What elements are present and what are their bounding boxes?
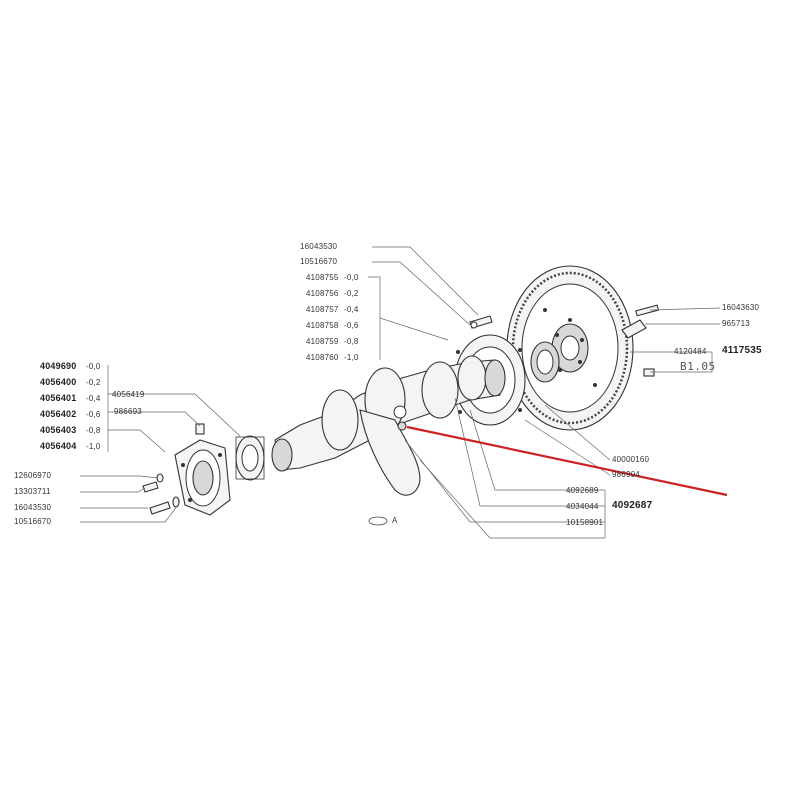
part-label: 4092687 (612, 500, 653, 511)
red-annotation-line (406, 425, 728, 497)
part-label: 4092689 (566, 486, 599, 495)
size-label: -0,2 (344, 289, 359, 298)
part-label: 13303711 (14, 487, 51, 496)
part-label: 16043530 (300, 242, 338, 251)
figure-mark: A (392, 516, 398, 525)
size-label: -0,8 (344, 337, 359, 346)
part-label: 4108755 (306, 273, 339, 282)
part-label: 986904 (612, 470, 640, 479)
part-label: 4034044 (566, 502, 599, 511)
figure-mark-oval (368, 516, 388, 526)
part-label: 4108759 (306, 337, 339, 346)
part-label: 4056401 (40, 393, 77, 403)
size-label: -0,2 (86, 378, 101, 387)
part-label: 4108757 (306, 305, 339, 314)
flywheel-bolt (621, 304, 660, 377)
part-label: 10516670 (14, 517, 52, 526)
part-label: 4056403 (40, 425, 77, 435)
size-label: -0,0 (86, 362, 101, 371)
part-label: 4056419 (112, 390, 145, 399)
part-label: 12606970 (14, 471, 52, 480)
crankshaft (271, 355, 506, 496)
part-label: 10158901 (566, 518, 604, 527)
part-label: 10516670 (300, 257, 338, 266)
part-label: 40000160 (612, 455, 650, 464)
small-fasteners (142, 473, 180, 515)
size-label: -1,0 (344, 353, 359, 362)
part-label: 4108756 (306, 289, 339, 298)
size-label: -0,4 (86, 394, 101, 403)
dowel-pin (195, 423, 205, 435)
front-seal-ring (235, 435, 265, 481)
flywheel (506, 265, 634, 431)
front-bearing-housing (174, 439, 231, 516)
part-label: 4056400 (40, 377, 77, 387)
size-label: -0,8 (86, 426, 101, 435)
part-label: 16043630 (722, 303, 760, 312)
part-label: 16043530 (14, 503, 52, 512)
size-label: -0,6 (86, 410, 101, 419)
part-label: 4108760 (306, 353, 339, 362)
part-label: 4056404 (40, 441, 77, 451)
stamp-label: B1.05 (680, 360, 716, 373)
part-label: 965713 (722, 319, 750, 328)
leader-lines (80, 246, 721, 539)
part-label: 4108758 (306, 321, 339, 330)
part-label: 4120484 (674, 347, 707, 356)
part-label: 4117535 (722, 345, 762, 356)
top-bolt (469, 315, 493, 329)
size-label: -0,0 (344, 273, 359, 282)
size-label: -0,6 (344, 321, 359, 330)
part-label: 4049690 (40, 361, 77, 371)
size-label: -0,4 (344, 305, 359, 314)
part-label: 986693 (114, 407, 142, 416)
part-label: 4056402 (40, 409, 77, 419)
size-label: -1,0 (86, 442, 101, 451)
